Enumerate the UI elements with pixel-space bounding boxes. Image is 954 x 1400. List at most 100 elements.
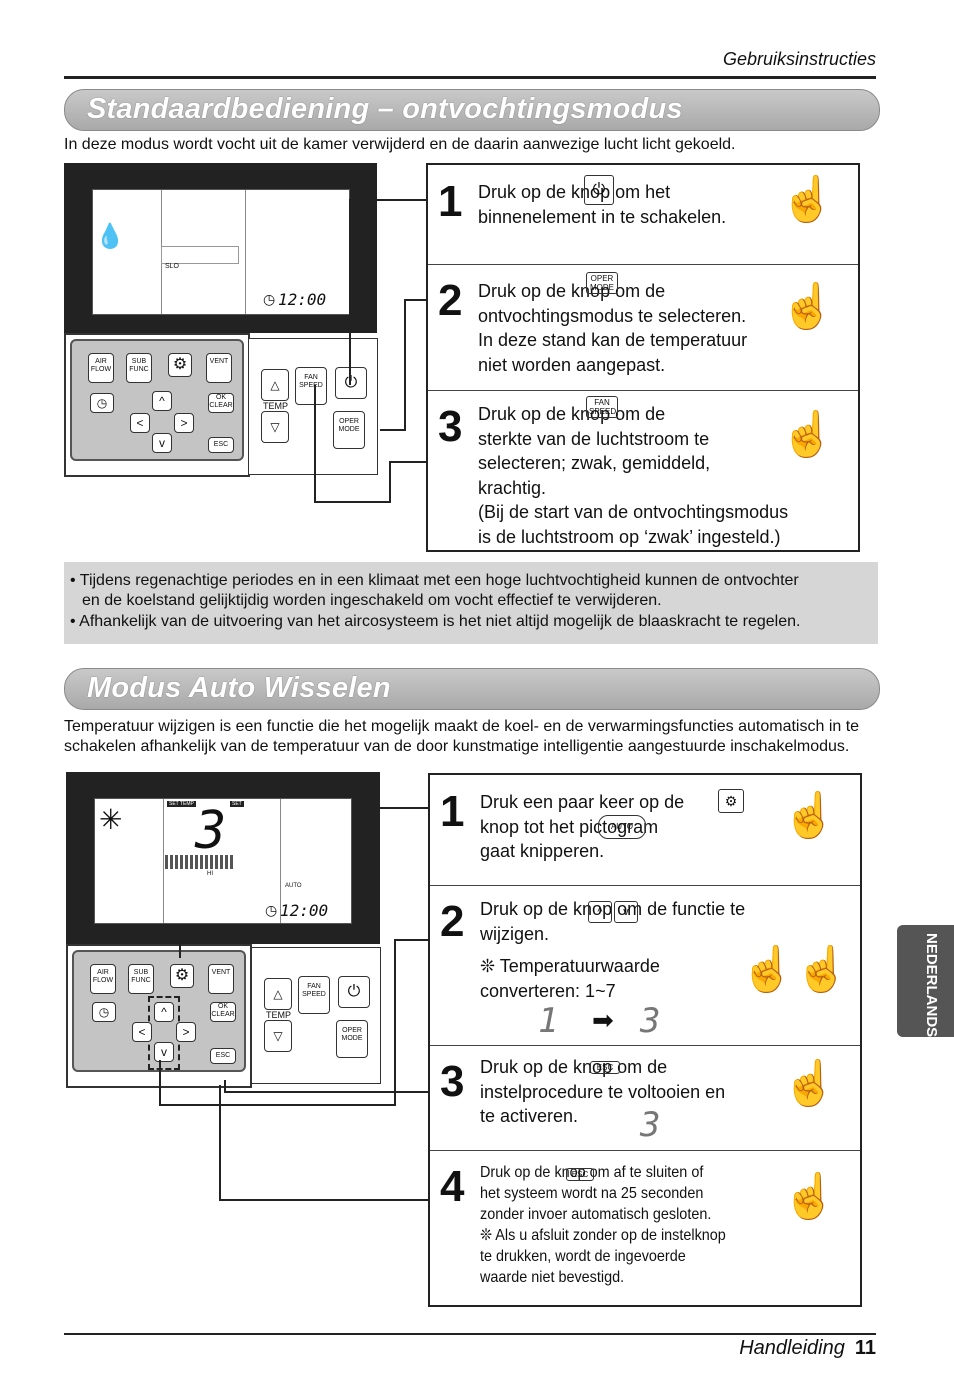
- pointing-hand-icon: ☝: [782, 1059, 837, 1108]
- temp-down-button[interactable]: ▽: [261, 411, 289, 443]
- lcd-slo-label: SLO: [165, 263, 180, 270]
- step-number: 2: [438, 276, 463, 325]
- esc-key-icon: ESC: [590, 1061, 620, 1074]
- left-arrow-button[interactable]: <: [130, 413, 150, 433]
- step-number: 3: [438, 402, 463, 451]
- esc-key-icon: ESC: [566, 1168, 594, 1181]
- down-arrow-button[interactable]: v: [154, 1042, 174, 1062]
- section2-intro: Temperatuur wijzigen is een functie die …: [64, 718, 860, 755]
- remote-1-display-housing: 💧 SLO 12:00 ◷: [64, 163, 377, 333]
- temp-up-button[interactable]: △: [264, 978, 292, 1010]
- step-number: 3: [440, 1057, 465, 1106]
- air-flow-button[interactable]: AIR FLOW: [88, 353, 114, 383]
- remote-1-left-pad: AIR FLOW SUB FUNC ⚙ VENT ◷ ^ < > v OK CL…: [70, 339, 244, 461]
- vent-button[interactable]: VENT: [206, 353, 232, 383]
- remote-2-left-pad: AIR FLOW SUB FUNC ⚙ VENT ◷ ^ < > v OK CL…: [72, 950, 246, 1072]
- fan-speed-bar: [161, 246, 239, 264]
- lcd-set-temp: SET TEMP: [167, 801, 196, 807]
- lcd-set: SET: [230, 801, 244, 807]
- step-number: 4: [440, 1162, 465, 1211]
- note-line: • Afhankelijk van de uitvoering van het …: [70, 613, 801, 630]
- remote-1-right-pad: △ ▽ TEMP FAN SPEED ⏻ OPER MODE: [248, 338, 378, 475]
- esc-button[interactable]: ESC: [210, 1048, 236, 1064]
- down-arrow-icon: v: [614, 901, 638, 923]
- sub-func-button[interactable]: SUB FUNC: [128, 964, 154, 994]
- fan-speed-button[interactable]: FAN SPEED: [295, 367, 327, 405]
- esc-button[interactable]: ESC: [208, 437, 234, 453]
- timer-clock-icon[interactable]: ◷: [92, 1002, 116, 1022]
- lcd-set-value: 3: [195, 801, 227, 861]
- footer-rule: [64, 1333, 876, 1335]
- power-icon: ⏻: [584, 175, 614, 205]
- connector-lines-2: [159, 807, 428, 1201]
- section1-notes: • Tijdens regenachtige periodes en in ee…: [64, 562, 878, 644]
- pointing-hand-icon: ☝: [780, 410, 835, 459]
- thermometer-auto-icon: AUTO: [598, 815, 646, 839]
- section1-banner: Standaardbediening – ontvochtingsmodus: [64, 89, 880, 131]
- fan-speed-button[interactable]: FAN SPEED: [298, 976, 330, 1014]
- ok-clear-button[interactable]: OK CLEAR: [208, 393, 234, 413]
- right-arrow-button[interactable]: >: [174, 413, 194, 433]
- settings-gear-icon[interactable]: ⚙: [168, 353, 192, 377]
- lcd-time: 12:00: [278, 290, 327, 309]
- section1-title: Standaardbediening – ontvochtingsmodus: [87, 93, 683, 125]
- vent-button[interactable]: VENT: [208, 964, 234, 994]
- step-number: 2: [440, 897, 465, 946]
- note-line: en de koelstand gelijktijdig worden inge…: [82, 592, 662, 609]
- clock-icon: ◷: [263, 291, 276, 307]
- temp-up-button[interactable]: △: [261, 369, 289, 401]
- result-value: 3: [640, 1105, 661, 1145]
- language-label: NEDERLANDS: [923, 933, 940, 1038]
- page-number: 11: [854, 1337, 876, 1359]
- right-arrow-button[interactable]: >: [176, 1022, 196, 1042]
- up-arrow-button[interactable]: ^: [154, 1002, 174, 1022]
- settings-gear-icon[interactable]: ⚙: [170, 964, 194, 988]
- up-arrow-icon: ^: [588, 901, 612, 923]
- up-arrow-button[interactable]: ^: [152, 391, 172, 411]
- ok-clear-button[interactable]: OK CLEAR: [210, 1002, 236, 1022]
- water-drop-icon: 💧: [95, 223, 125, 250]
- lcd-hi-label: HI: [207, 871, 213, 877]
- lcd-auto-label: AUTO: [285, 883, 302, 889]
- left-arrow-button[interactable]: <: [132, 1022, 152, 1042]
- oper-mode-key-icon: OPER MODE: [586, 272, 618, 294]
- remote-1-left-pad-housing: AIR FLOW SUB FUNC ⚙ VENT ◷ ^ < > v OK CL…: [64, 333, 250, 477]
- convert-from-value: 1: [538, 1001, 559, 1041]
- header-rule: [64, 76, 876, 79]
- down-arrow-button[interactable]: v: [152, 433, 172, 453]
- arrow-right-icon: ➡: [592, 1005, 614, 1035]
- header-section-title: Gebruiksinstructies: [722, 49, 876, 69]
- oper-mode-button[interactable]: OPER MODE: [333, 411, 365, 449]
- section1-intro: In deze modus wordt vocht uit de kamer v…: [64, 136, 736, 153]
- section2-title: Modus Auto Wisselen: [87, 672, 391, 704]
- language-side-tab: NEDERLANDS: [897, 925, 954, 1037]
- power-button-icon[interactable]: ⏻: [338, 976, 370, 1008]
- temp-down-button[interactable]: ▽: [264, 1020, 292, 1052]
- oper-mode-button[interactable]: OPER MODE: [336, 1020, 368, 1058]
- step-number: 1: [438, 177, 463, 226]
- pointing-hand-icon: ☝: [782, 1172, 837, 1221]
- air-flow-button[interactable]: AIR FLOW: [90, 964, 116, 994]
- timer-clock-icon[interactable]: ◷: [90, 393, 114, 413]
- pointing-hand-icon: ☝: [780, 282, 835, 331]
- remote-2-right-pad: △ ▽ TEMP FAN SPEED ⏻ OPER MODE: [251, 947, 381, 1084]
- step-number: 1: [440, 787, 465, 836]
- fan-speed-key-icon: FAN SPEED: [586, 396, 618, 418]
- snowflake-icon: ✳: [99, 804, 123, 835]
- remote-2-lcd: ✳ SET TEMP SET 3 HI AUTO 12:00 ◷: [94, 798, 352, 924]
- note-line: • Tijdens regenachtige periodes en in ee…: [70, 572, 799, 589]
- sub-func-button[interactable]: SUB FUNC: [126, 353, 152, 383]
- connector-lines-1: [314, 199, 428, 503]
